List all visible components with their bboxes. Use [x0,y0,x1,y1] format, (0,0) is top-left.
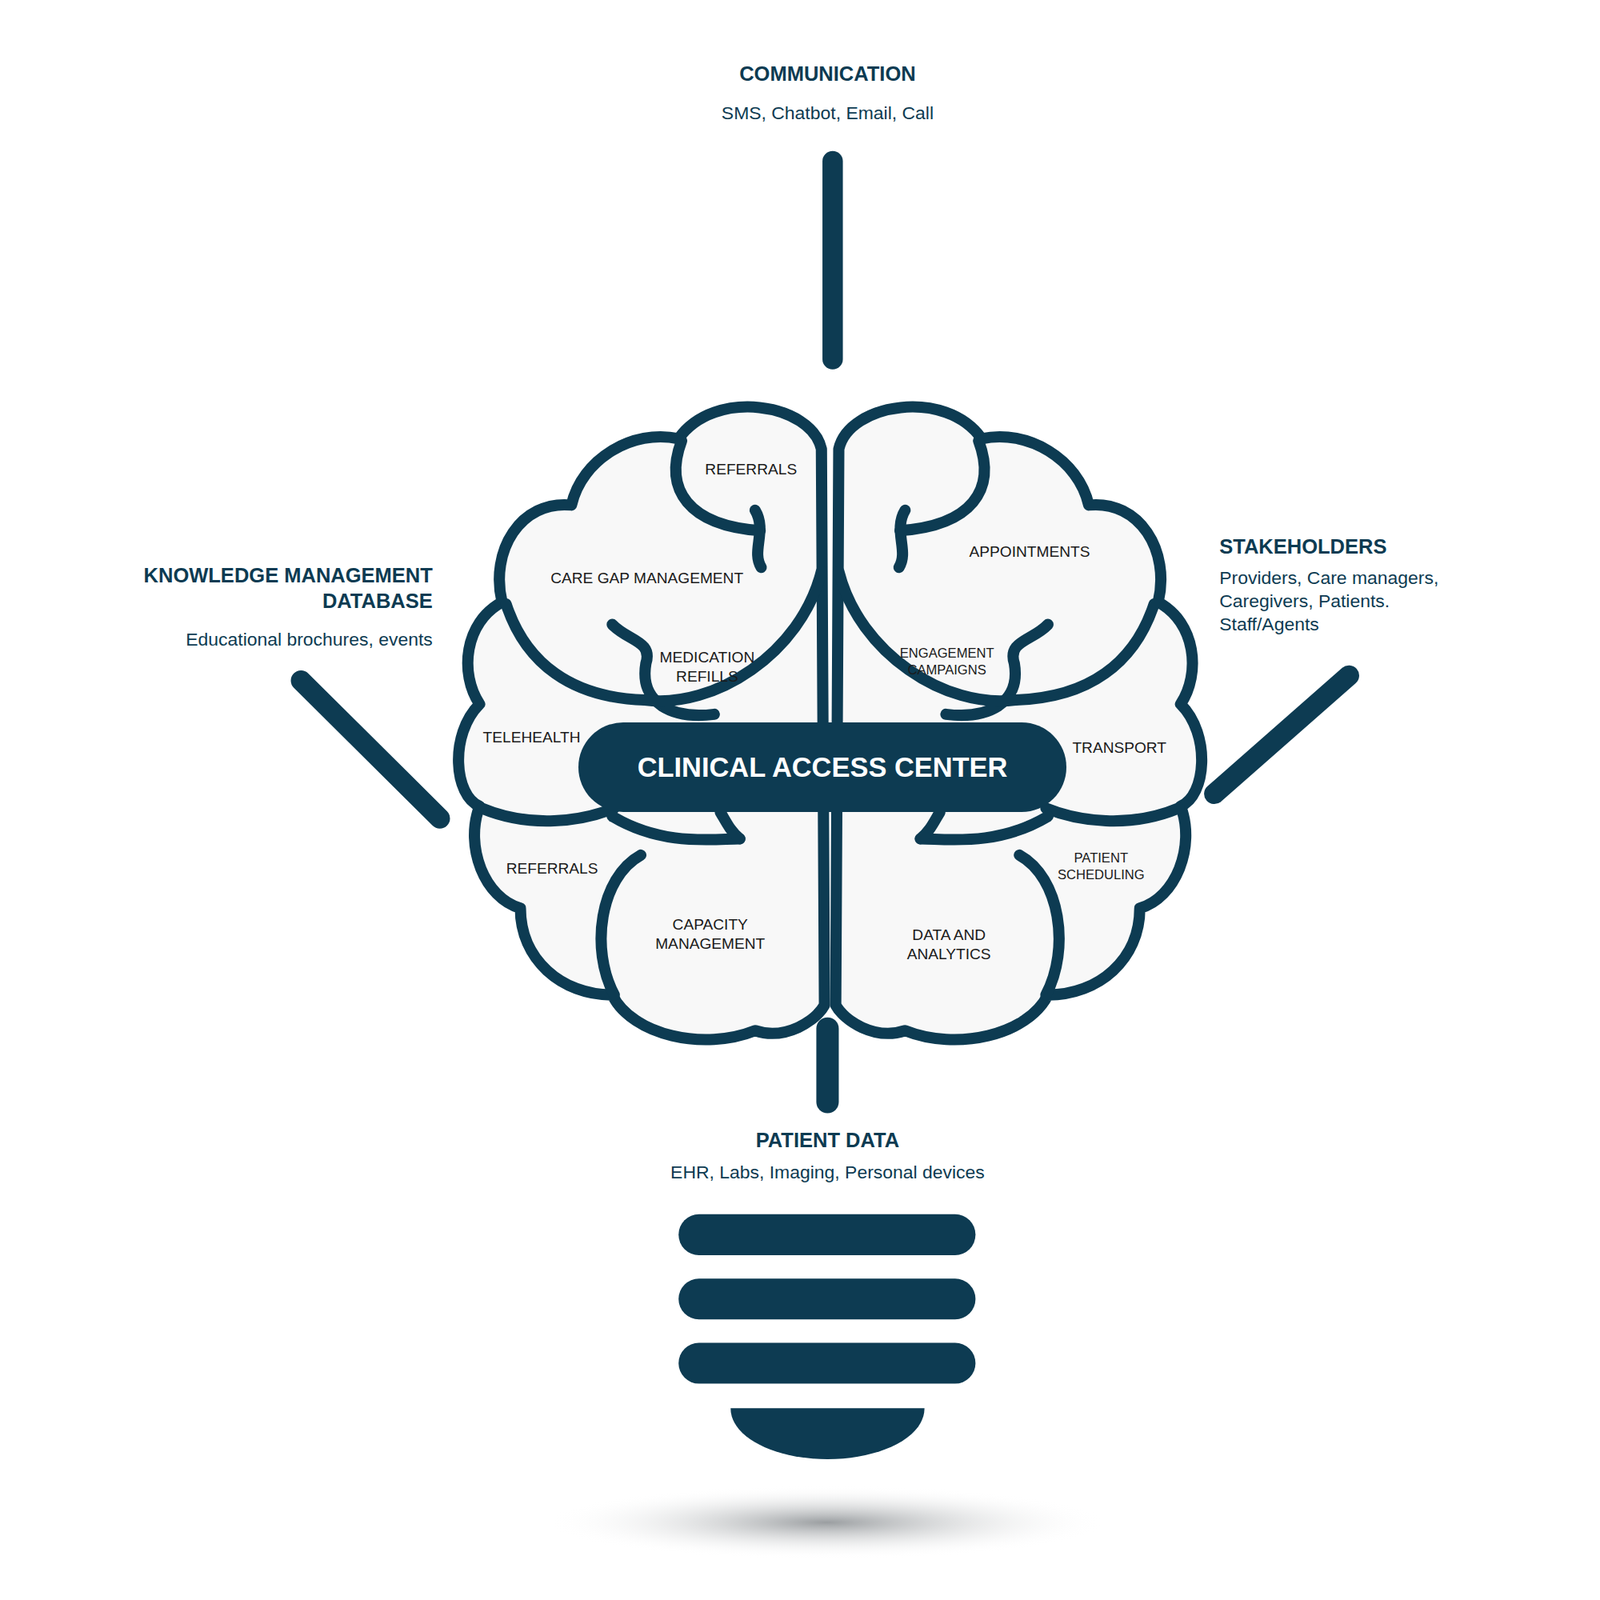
brain-region-label: TELEHEALTH [475,728,588,748]
center-title: CLINICAL ACCESS CENTER [637,752,1008,784]
brain-region-label: REFERRALS [695,460,808,480]
bulb-base-bar [678,1278,976,1320]
ray-line [816,1028,839,1103]
brain-region-label: DATA AND ANALYTICS [897,925,1000,964]
group-heading: COMMUNICATION [623,61,1032,88]
brain-region-label: ENGAGEMENT CAMPAIGNS [893,645,1000,679]
group-body: Providers, Care managers, Caregivers, Pa… [1219,566,1464,636]
brain-region-label: MEDICATION REFILLS [651,648,764,687]
bulb-base-bar [678,1343,976,1384]
group-body: SMS, Chatbot, Email, Call [623,101,1032,125]
brain-region-label: PATIENT SCHEDULING [1054,850,1148,884]
brain-folds-right [838,440,1179,996]
brain-folds-left [481,440,822,996]
group-heading: STAKEHOLDERS [1219,534,1526,560]
center-pill: CLINICAL ACCESS CENTER [578,722,1067,812]
group-heading: PATIENT DATA [623,1128,1032,1154]
bulb-shadow [545,1485,1108,1560]
group-heading: KNOWLEDGE MANAGEMENT DATABASE [96,563,433,615]
brain-region-label: CARE GAP MANAGEMENT [534,568,760,588]
bulb-tip [730,1408,924,1460]
ray-line [1214,675,1349,794]
brain-region-label: APPOINTMENTS [952,542,1106,562]
bulb-base-bar [678,1214,976,1256]
ray-line [300,680,440,819]
ray-line [822,161,844,360]
brain-region-label: REFERRALS [496,859,608,879]
brain-region-label: TRANSPORT [1063,738,1176,758]
group-body: EHR, Labs, Imaging, Personal devices [613,1160,1043,1184]
brain-region-label: CAPACITY MANAGEMENT [652,915,768,954]
group-body: Educational brochures, events [96,628,433,652]
